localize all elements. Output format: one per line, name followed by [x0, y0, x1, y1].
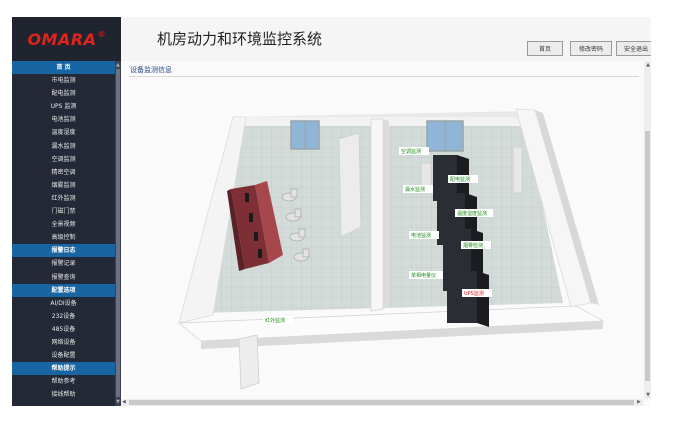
label-single-phase-meter[interactable]: 单相电量仪 [411, 272, 436, 279]
sidebar-item[interactable]: 设备配置 [51, 352, 76, 360]
label-temp-humidity[interactable]: 温度湿度监测 [457, 210, 487, 217]
sidebar-item[interactable]: 报警查询 [51, 273, 76, 281]
logout-button[interactable]: 安全退出 [616, 41, 651, 56]
scroll-down-arrow-icon[interactable]: ▼ [116, 399, 120, 405]
sidebar-item[interactable]: 温度湿度 [51, 129, 76, 137]
label-water-leak[interactable]: 漏水监测 [405, 186, 425, 193]
content-horizontal-thumb[interactable] [129, 400, 634, 405]
sidebar-item[interactable]: 市电监测 [51, 77, 76, 85]
sidebar-item[interactable]: 接线帮助 [51, 391, 76, 399]
door [338, 132, 362, 238]
registered-mark: ® [97, 29, 106, 39]
sidebar-section-header[interactable]: 帮助提示 [12, 362, 115, 376]
change-password-button[interactable]: 修改密码 [570, 41, 612, 56]
label-ac[interactable]: 空调监测 [401, 148, 421, 155]
content-vertical-thumb[interactable] [645, 131, 650, 381]
brand-logo: OMARA® [12, 17, 121, 61]
sidebar-item[interactable]: 空调监测 [51, 155, 76, 163]
main-content: 设备监测信息 [121, 61, 651, 406]
sidebar-item[interactable]: AI/DI设备 [50, 299, 77, 307]
label-battery[interactable]: 电池监测 [411, 232, 431, 239]
sidebar-menu: 首 页市电监测配电监测 UPS 监测电池监测温度湿度漏水监测空调监测精密空调烟雾监… [12, 61, 115, 401]
label-smoke[interactable]: 烟雾检测 [463, 242, 483, 249]
server-racks [420, 155, 489, 327]
home-button[interactable]: 首页 [527, 41, 563, 56]
content-scroll-left-icon[interactable]: ◀ [122, 399, 126, 405]
sidebar-item[interactable]: 电池监测 [51, 116, 76, 124]
sidebar-item[interactable]: 全景视频 [51, 221, 76, 229]
partition-wall [370, 118, 384, 312]
logo-text: OMARA [27, 29, 97, 49]
title-divider [129, 76, 639, 77]
sidebar-item[interactable]: 帮助参考 [51, 378, 76, 386]
sidebar-scrollbar-thumb[interactable] [116, 69, 120, 397]
app-title: 机房动力和环境监控系统 [157, 30, 323, 48]
sidebar-item[interactable]: 精密空调 [51, 168, 76, 176]
sidebar-item[interactable]: 红外监测 [51, 194, 76, 202]
scroll-up-arrow-icon[interactable]: ▲ [116, 62, 120, 68]
sidebar-section-header[interactable]: 报警日志 [12, 244, 115, 258]
content-scroll-down-icon[interactable]: ▼ [646, 392, 650, 398]
label-ups[interactable]: UPS监测 [464, 290, 484, 297]
sidebar-item[interactable]: 报警记录 [51, 260, 76, 268]
sidebar-item[interactable]: 配电监测 [51, 90, 76, 98]
content-scroll-right-icon[interactable]: ▶ [637, 399, 641, 405]
room-labels: 空调监测 配电监测 漏水监测 温度湿度监测 电池监测 烟雾检测 单相电量仪 UP… [263, 147, 493, 324]
sidebar-item[interactable]: UPS 监测 [50, 103, 77, 111]
sidebar-section-header[interactable]: 配置选项 [12, 283, 115, 297]
label-power-dist[interactable]: 配电监测 [450, 176, 470, 183]
sidebar-item[interactable]: 烟雾监测 [51, 181, 76, 189]
content-scroll-up-icon[interactable]: ▲ [646, 62, 650, 68]
sidebar-section-header[interactable]: 首 页 [12, 61, 115, 75]
sidebar: 首 页市电监测配电监测 UPS 监测电池监测温度湿度漏水监测空调监测精密空调烟雾监… [12, 61, 121, 406]
sidebar-item[interactable]: 485设备 [51, 325, 76, 333]
operator-desk [255, 181, 283, 263]
sidebar-item[interactable]: 门磁门禁 [51, 208, 76, 216]
app-window: OMARA® 机房动力和环境监控系统 首页 修改密码 安全退出 首 页市电监测配… [12, 17, 651, 406]
header-bar: 机房动力和环境监控系统 首页 修改密码 安全退出 [121, 17, 651, 61]
sidebar-item[interactable]: 漏水监测 [51, 142, 76, 150]
room-floorplan: 空调监测 配电监测 漏水监测 温度湿度监测 电池监测 烟雾检测 单相电量仪 UP… [177, 108, 605, 390]
sidebar-item[interactable]: 网络设备 [51, 338, 76, 346]
label-infrared[interactable]: 红外监测 [265, 317, 285, 324]
left-wall [178, 116, 247, 324]
sidebar-item[interactable]: 高级控制 [51, 234, 76, 242]
content-title: 设备监测信息 [130, 66, 172, 74]
chairs [281, 188, 310, 262]
sidebar-item[interactable]: 232设备 [51, 312, 76, 320]
